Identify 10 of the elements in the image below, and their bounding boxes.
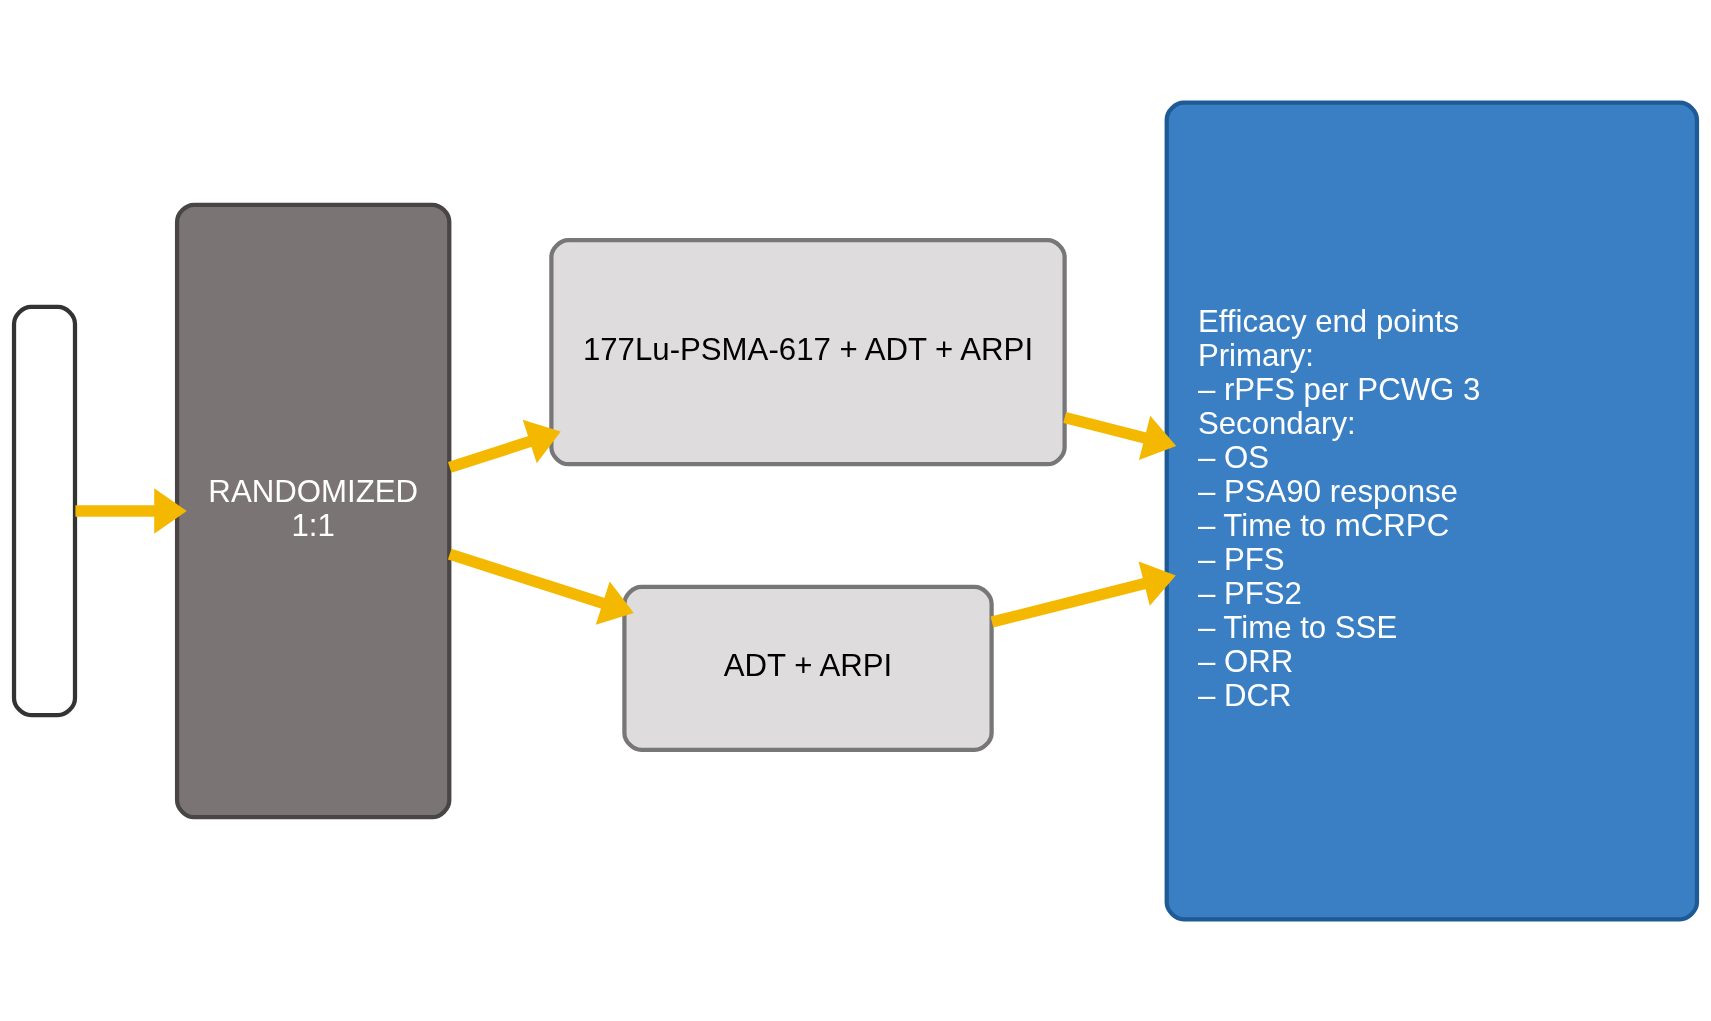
arrow: [75, 487, 187, 534]
node-box: Efficacy end points Primary: – rPFS per PCWG 3 Secondary: – OS – PSA90 response – Time to mCRPC – PFS – PFS2 – Time to SSE – ORR – DCR: [1164, 100, 1700, 921]
node-box: RANDOMIZED 1:1: [174, 202, 452, 819]
node-box: ADT + ARPI: [622, 584, 994, 752]
arrow: [1063, 411, 1177, 460]
arrow: [990, 560, 1176, 628]
arrow: [447, 419, 561, 473]
node-box: [11, 304, 78, 717]
arrow: [447, 548, 634, 625]
node-box: 177Lu-PSMA-617 + ADT + ARPI: [549, 237, 1067, 466]
